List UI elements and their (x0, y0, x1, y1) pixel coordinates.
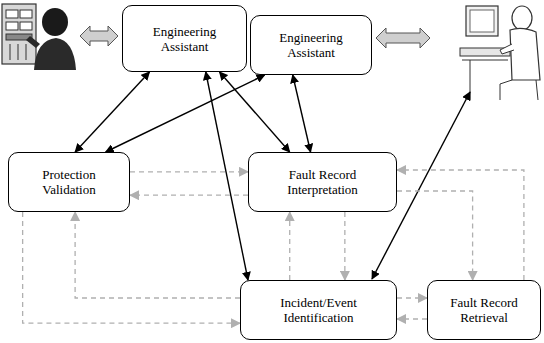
dataflow-connector (75, 212, 240, 298)
process-box: Protection Validation (8, 152, 130, 212)
dataflow-connector (397, 191, 473, 280)
interaction-arrow (376, 28, 430, 48)
request-connector (293, 75, 311, 152)
box-label: Fault Record Retrieval (434, 295, 534, 325)
box-label: Fault Record Interpretation (255, 167, 390, 197)
process-box: Engineering Assistant (122, 5, 247, 72)
box-label: Protection Validation (15, 167, 123, 197)
request-connector (220, 72, 290, 152)
box-label: Engineering Assistant (129, 24, 240, 54)
computer-user-figure (460, 6, 540, 100)
request-connector (206, 72, 248, 280)
dataflow-connector (130, 195, 248, 196)
dataflow-connector (289, 212, 290, 280)
request-connector (106, 75, 265, 152)
process-box: Incident/Event Identification (240, 280, 397, 340)
interaction-arrow (80, 26, 118, 46)
dataflow-connector (130, 171, 248, 172)
box-label: Engineering Assistant (257, 30, 365, 60)
technician-figure (2, 4, 76, 70)
request-connector (75, 72, 149, 152)
process-box: Fault Record Interpretation (248, 152, 397, 212)
process-box: Engineering Assistant (250, 15, 372, 75)
process-box: Fault Record Retrieval (427, 280, 541, 340)
dataflow-connector (397, 318, 427, 319)
dataflow-connector (23, 212, 240, 323)
box-label: Incident/Event Identification (247, 295, 390, 325)
dataflow-connector (397, 297, 427, 298)
dataflow-connector (397, 170, 524, 280)
dataflow-connector (344, 212, 345, 280)
